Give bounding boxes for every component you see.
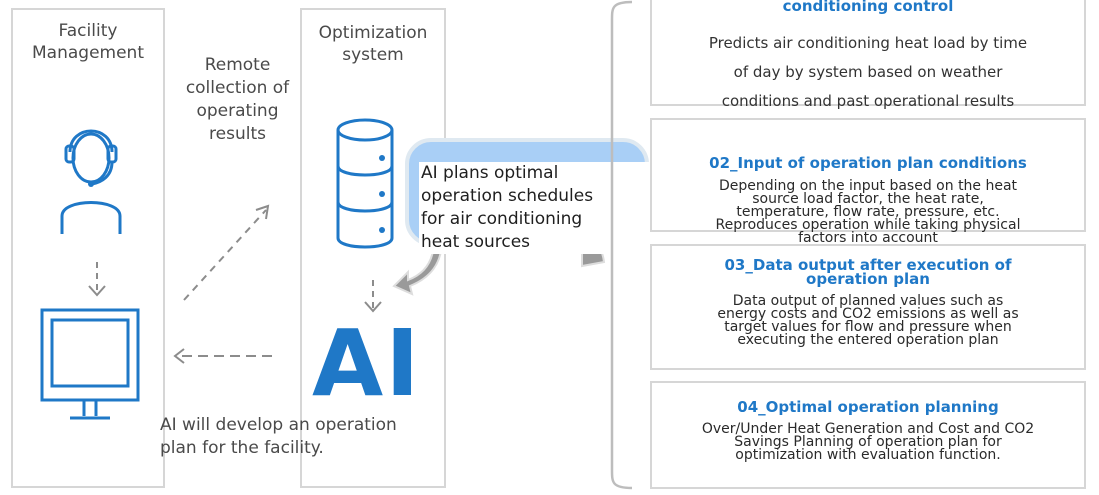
card-01-title: 01_Heat source operation planning for ai… [782, 0, 954, 15]
card-02: 02_Input of operation plan conditions De… [650, 118, 1086, 245]
card-02-body: Depending on the input based on the heat… [715, 178, 1021, 246]
bracket-line [610, 0, 633, 490]
card-02-title: 02_Input of operation plan conditions [709, 154, 1027, 172]
bubble-text: AI plans optimal operation schedules for… [419, 162, 655, 254]
down-dashed-arrow-left [88, 262, 106, 297]
bottom-caption: AI will develop an operation plan for th… [160, 415, 397, 458]
card-04: 04_Optimal operation planning Over/Under… [650, 381, 1086, 489]
card-03: 03_Data output after execution of operat… [650, 244, 1086, 370]
remote-collection-note: Remote collection of operating results [185, 55, 290, 144]
card-03-body: Data output of planned values such as en… [717, 293, 1019, 348]
card-04-title: 04_Optimal operation planning [737, 398, 999, 416]
facility-management-title: Facility Management [32, 21, 144, 63]
card-01-body: Predicts air conditioning heat load by t… [708, 34, 1028, 110]
card-01: 01_Heat source operation planning for ai… [650, 0, 1086, 110]
left-dashed-arrow [173, 348, 278, 364]
down-dashed-arrow-middle [364, 280, 382, 313]
card-04-body: Over/Under Heat Generation and Cost and … [701, 421, 1035, 463]
curved-arrow-left [392, 239, 444, 296]
operator-headset-icon [60, 129, 122, 234]
optimization-system-title: Optimization system [318, 23, 428, 65]
ai-label: AI [312, 310, 422, 417]
monitor-icon [40, 308, 140, 420]
database-icon [336, 118, 394, 249]
facility-management-panel: Facility Management [11, 8, 165, 488]
card-03-title: 03_Data output after execution of operat… [724, 256, 1012, 288]
diagonal-dashed-arrow [183, 204, 270, 301]
